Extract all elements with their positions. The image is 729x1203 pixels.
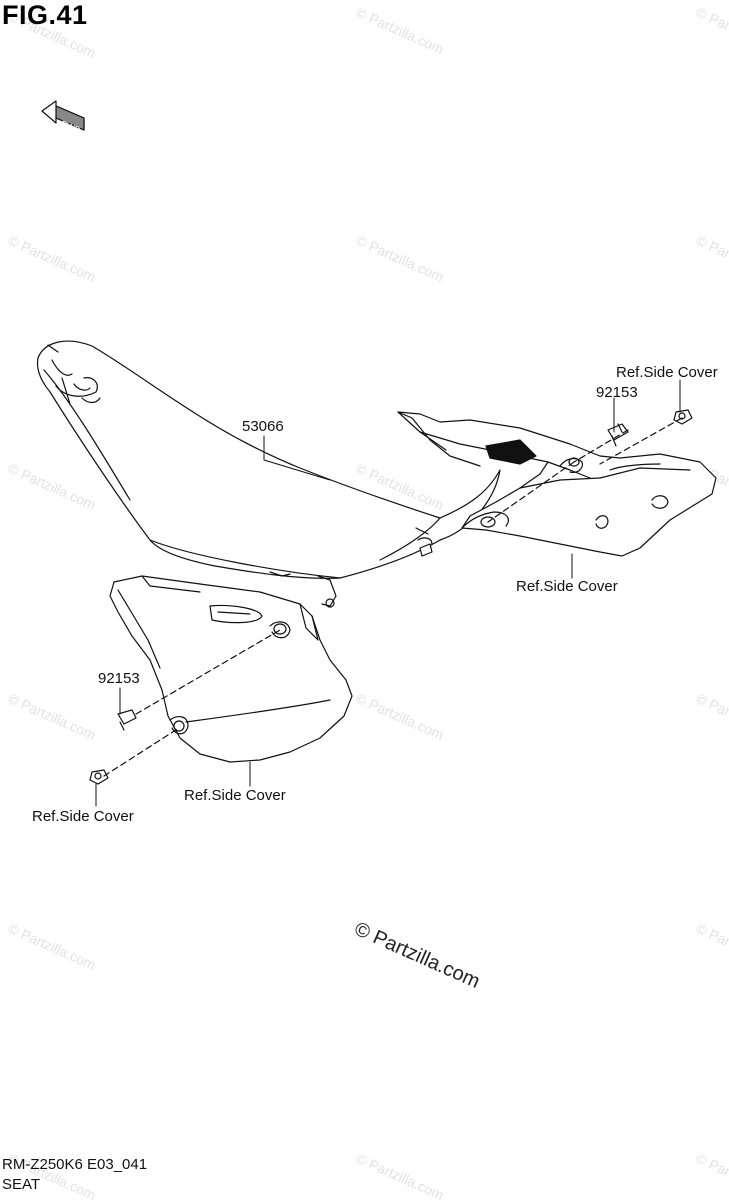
callout-ref-side-cover-front-lower: Ref.Side Cover: [32, 808, 134, 825]
section-name: SEAT: [2, 1176, 41, 1193]
callout-ref-side-cover-front: Ref.Side Cover: [184, 787, 286, 804]
assembly-lines: [103, 417, 683, 777]
figure-title: FIG.41: [2, 0, 88, 30]
callout-ref-side-cover-rear: Ref.Side Cover: [516, 578, 618, 595]
front-side-cover: [109, 575, 353, 763]
nut-rear-icon: [673, 409, 693, 425]
callout-seat-53066: 53066: [242, 418, 284, 435]
leader-lines: [95, 379, 681, 807]
bolt-92153-rear-icon: [607, 423, 629, 447]
fwd-arrow-icon: FWD: [41, 100, 85, 136]
callout-bolt-92153-front: 92153: [98, 670, 140, 687]
callout-bolt-92153-rear: 92153: [596, 384, 638, 401]
callout-ref-side-cover-rear-top: Ref.Side Cover: [616, 364, 718, 381]
nut-front-icon: [89, 769, 109, 785]
bolt-92153-front-icon: [117, 709, 137, 731]
seat-53066: [36, 340, 501, 608]
rear-side-cover: [397, 411, 717, 557]
model-code: RM-Z250K6 E03_041: [2, 1156, 148, 1173]
